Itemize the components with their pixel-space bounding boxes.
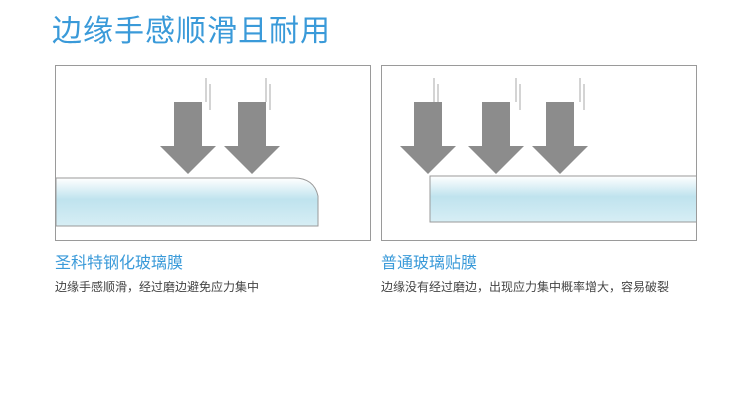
down-arrow-icon bbox=[160, 78, 216, 174]
down-arrow-icon bbox=[224, 78, 280, 174]
polished-edge-illustration bbox=[55, 65, 371, 241]
glass-slab-rounded bbox=[56, 177, 319, 227]
down-arrow-icon bbox=[400, 78, 456, 174]
right-caption-description: 边缘没有经过磨边，出现应力集中概率增大，容易破裂 bbox=[381, 280, 670, 294]
down-arrow-icon bbox=[468, 78, 524, 174]
ordinary-edge-illustration bbox=[381, 65, 697, 241]
polished-edge-diagram bbox=[56, 78, 319, 227]
right-caption-title: 普通玻璃贴膜 bbox=[381, 253, 478, 272]
left-caption-description: 边缘手感顺滑，经过磨边避免应力集中 bbox=[55, 280, 260, 294]
ordinary-edge-diagram bbox=[400, 78, 696, 223]
glass-slab-square bbox=[429, 175, 696, 223]
down-arrow-icon bbox=[532, 78, 588, 174]
left-caption-title: 圣科特钢化玻璃膜 bbox=[55, 253, 184, 272]
headline: 边缘手感顺滑且耐用 bbox=[52, 14, 331, 49]
